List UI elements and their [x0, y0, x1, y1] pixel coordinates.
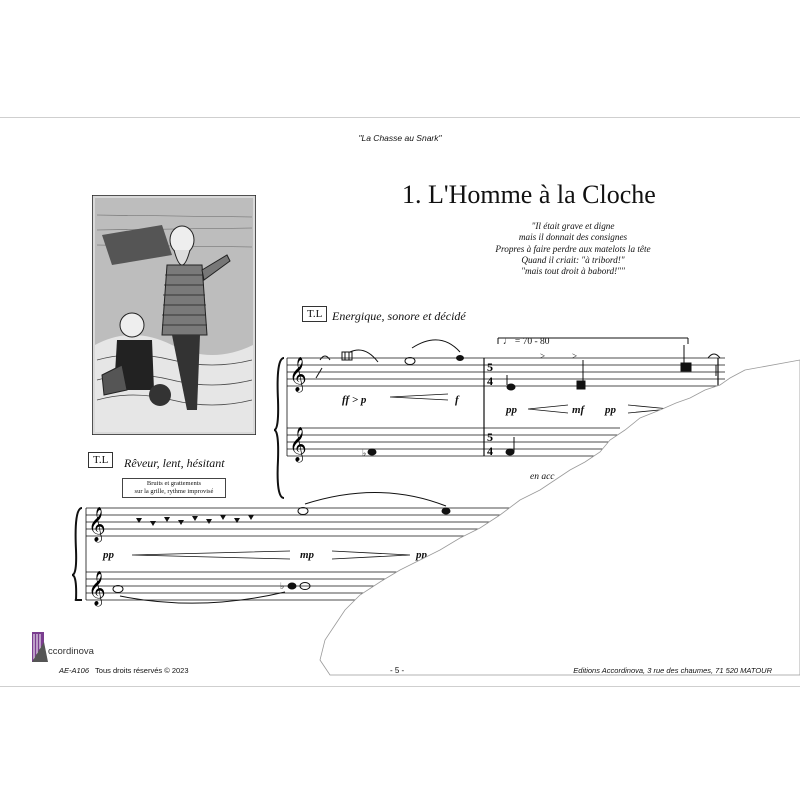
note [367, 448, 377, 456]
note-chord [576, 380, 586, 390]
metronome-value: = 70 - 80 [514, 337, 550, 347]
dynamic-marking: pp [102, 549, 115, 561]
decrescendo-hairpin [331, 550, 411, 560]
treble-clef: 𝄞 [289, 357, 307, 393]
logo-wordmark: ccordinova [48, 646, 94, 657]
poem-epigraph: "Il était grave et digne mais il donnait… [468, 221, 678, 277]
half-note [297, 507, 309, 515]
tempo-instruction: Rêveur, lent, hésitant [124, 456, 225, 470]
dynamic-marking: ff > p [342, 394, 367, 406]
dynamic-marking: pp [505, 404, 518, 416]
page-number: - 5 - [390, 666, 405, 675]
accordinova-logo [32, 632, 48, 662]
metronome-marking: ♩ = 70 - 80 [503, 337, 550, 347]
publisher-address: Editions Accordinova, 3 rue des chaumes,… [573, 666, 772, 675]
note [441, 507, 451, 515]
crescendo-hairpin [527, 404, 569, 414]
treble-clef: 𝄞 [289, 427, 307, 463]
catalog-code: AE-A106 [59, 666, 90, 675]
system-1 [273, 357, 725, 499]
accomp-instruction: en acc [530, 472, 555, 482]
note [506, 383, 516, 391]
note [287, 582, 297, 590]
slur [119, 591, 286, 604]
tie-arc [319, 355, 331, 361]
poem-line: Propres à faire perdre aux matelots la t… [495, 243, 651, 254]
rights-notice: Tous droits réservés © 2023 [95, 666, 189, 675]
slur [304, 491, 447, 507]
slur [411, 339, 461, 353]
bellman-engraving-illustration [92, 195, 256, 435]
crescendo-hairpin [131, 550, 291, 560]
accent: > [540, 351, 545, 361]
system-brace [273, 357, 285, 499]
time-signature-top: 5 [487, 430, 493, 444]
time-signature-bottom: 4 [487, 374, 493, 388]
footer-copyright: AE-A106 Tous droits réservés © 2023 [59, 666, 189, 675]
fermata [707, 353, 721, 359]
crescendo-hairpin [389, 393, 449, 401]
half-note [404, 357, 416, 365]
dynamic-marking: mf [572, 404, 586, 416]
slur [349, 349, 379, 363]
lower-staff-notes: ♭ [362, 437, 515, 458]
svg-text:♭: ♭ [280, 581, 284, 591]
staff-upper [287, 357, 725, 387]
system-brace [71, 507, 83, 602]
poem-line: Quand il criait: "à tribord!" [521, 254, 625, 265]
dynamic-marking: mp [300, 549, 315, 561]
note [505, 448, 515, 456]
poem-line: "Il était grave et digne [531, 221, 615, 231]
triangle-notes [136, 515, 254, 526]
note-slash [315, 367, 323, 379]
poem-line: mais il donnait des consignes [518, 232, 628, 243]
time-signature-bottom: 4 [487, 444, 493, 458]
time-signature-top: 5 [487, 360, 493, 374]
performance-note-box: Bruits et grattements sur la grille, ryt… [122, 478, 226, 498]
poem-line: "mais tout droit à babord!"" [521, 266, 625, 277]
treble-clef: 𝄞 [88, 507, 106, 543]
accent: > [572, 351, 577, 361]
dynamic-marking: f [455, 394, 460, 406]
tl-box: T.L [88, 452, 114, 468]
note-square [680, 362, 692, 372]
note-box-line: Bruits et grattements [146, 480, 202, 487]
treble-clef: 𝄞 [88, 571, 106, 607]
half-note [112, 585, 124, 593]
tl-box: T.L [302, 306, 328, 322]
torn-page-corner [319, 359, 800, 676]
collection-title: "La Chasse au Snark" [358, 133, 442, 143]
piece-title: 1. L'Homme à la Cloche [402, 180, 656, 209]
note-box-line: sur la grille, rythme improvisé [134, 488, 214, 495]
tempo-instruction: Energique, sonore et décidé [332, 309, 466, 323]
note-grid [341, 351, 353, 361]
dynamic-marking: pp [604, 404, 617, 416]
staff-lower [287, 427, 620, 457]
upper-staff-notes: > > [315, 337, 721, 391]
note [456, 355, 464, 361]
svg-text:♭: ♭ [362, 448, 366, 458]
half-note [299, 582, 311, 590]
